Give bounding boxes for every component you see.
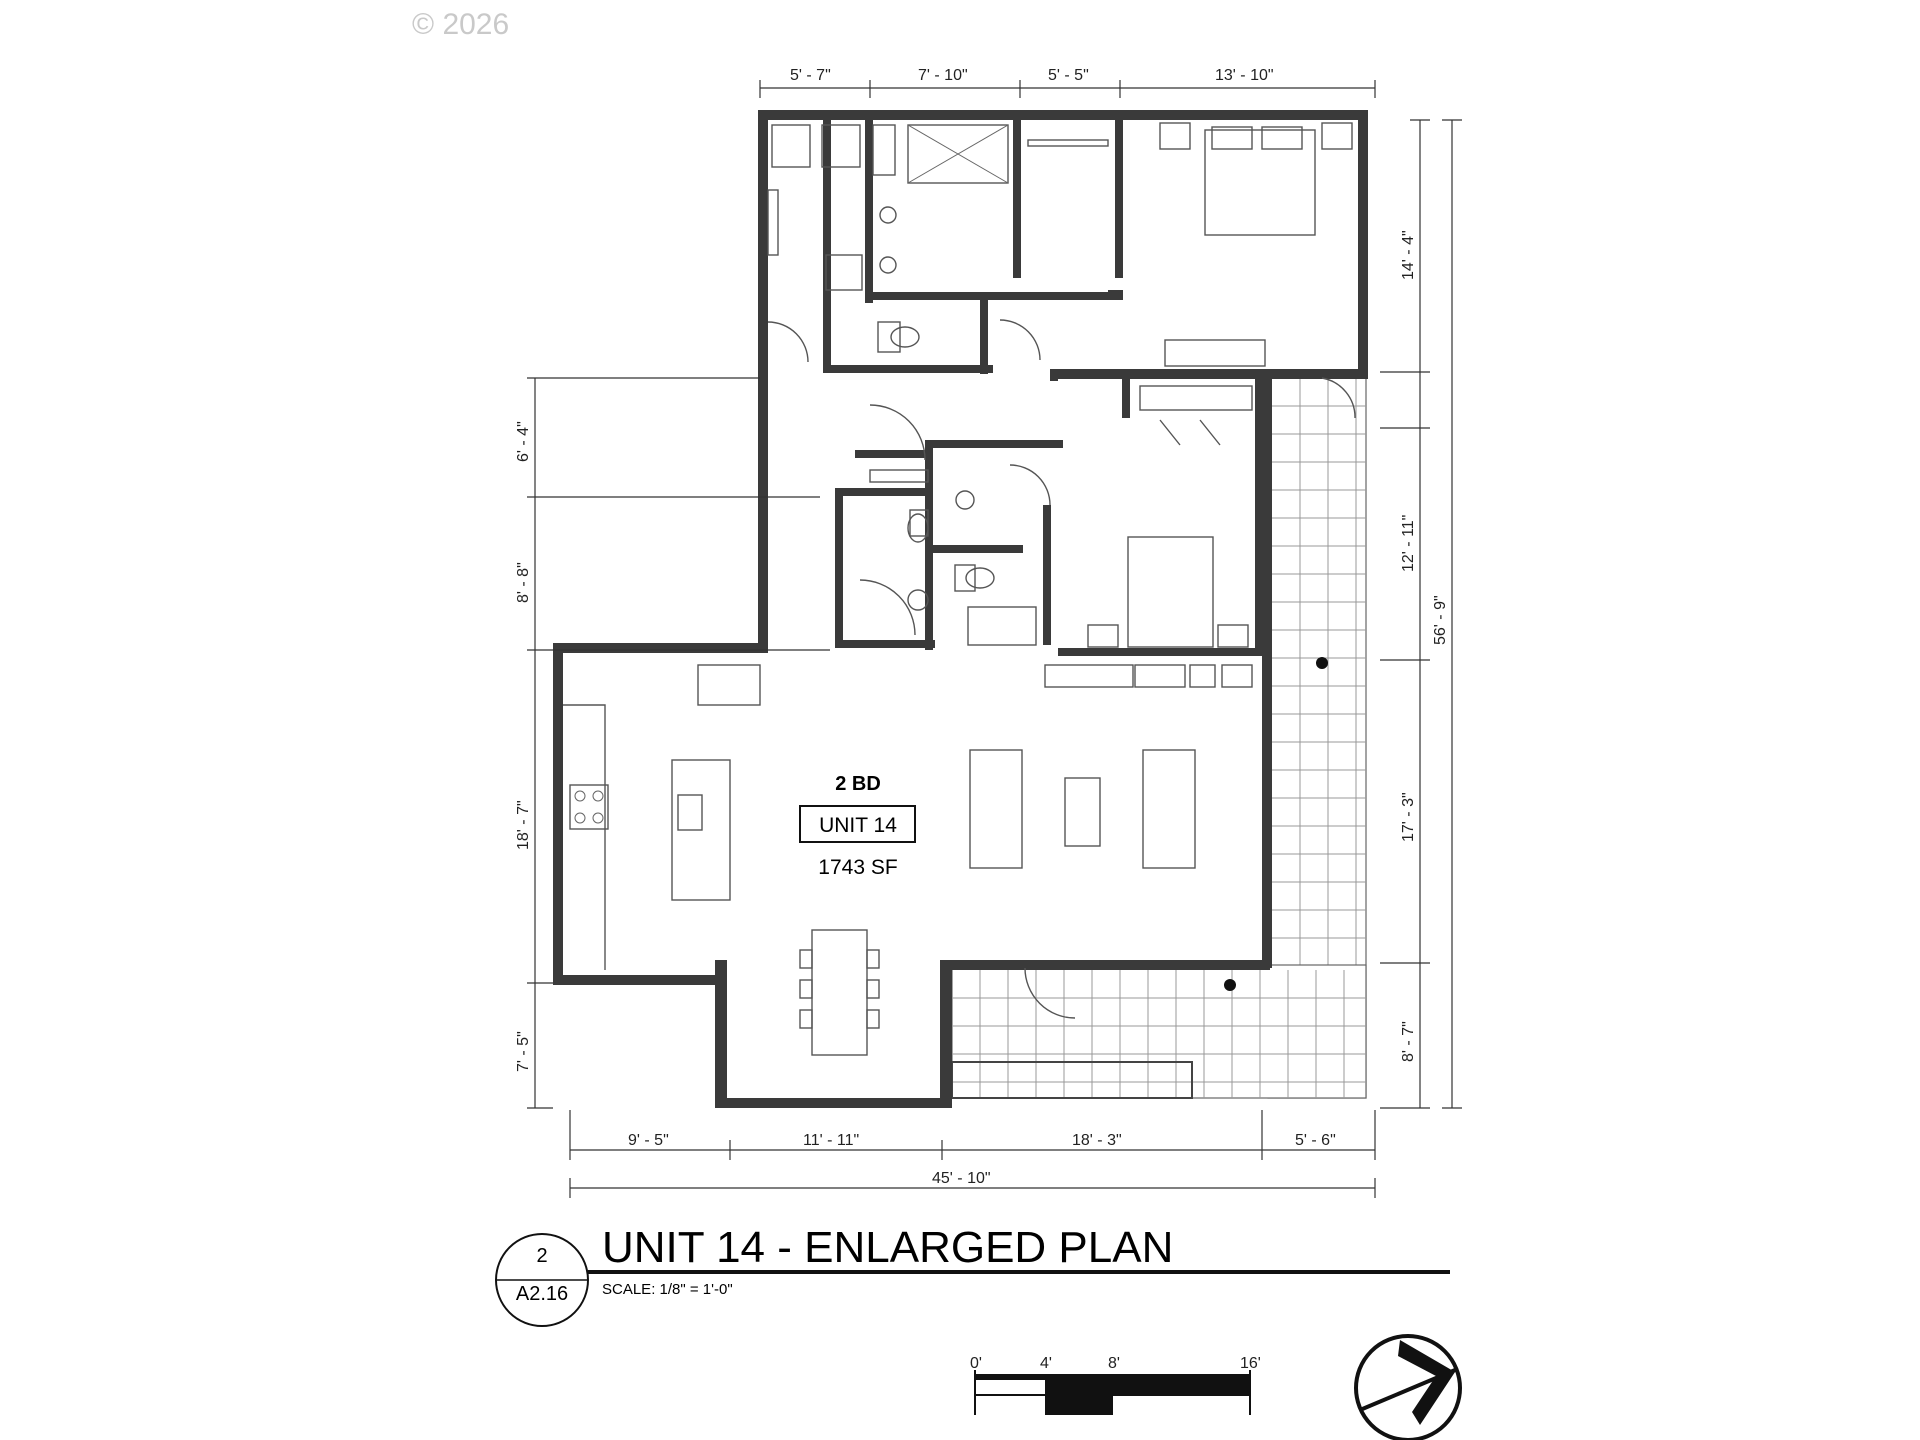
sheet-number: A2.16: [516, 1283, 568, 1305]
dim-left-4: 7' - 5": [515, 1031, 532, 1072]
walls: [553, 110, 1368, 1108]
scale-label-0: 0': [970, 1355, 982, 1372]
dim-right-1: 14' - 4": [1400, 230, 1417, 280]
north-arrow-icon: [1354, 1334, 1462, 1440]
dim-left-3: 18' - 7": [515, 800, 532, 850]
dim-top-2: 7' - 10": [918, 67, 968, 84]
dim-bottom-1: 9' - 5": [628, 1132, 669, 1149]
dim-left-1: 6' - 4": [515, 421, 532, 462]
scale-label-16: 16': [1240, 1355, 1261, 1372]
dim-top-1: 5' - 7": [790, 67, 831, 84]
dim-right-4: 8' - 7": [1400, 1021, 1417, 1062]
unit-area: 1743 SF: [818, 856, 897, 879]
graphic-scale-bar: 0' 4' 8' 16': [970, 1355, 1261, 1415]
plan-title: UNIT 14 - ENLARGED PLAN: [602, 1223, 1173, 1272]
fixtures: [563, 122, 1356, 1056]
dimension-lines: [527, 80, 1462, 1198]
dim-bottom-overall: 45' - 10": [932, 1170, 991, 1187]
title-block: 2 A2.16 UNIT 14 - ENLARGED PLAN SCALE: 1…: [495, 1223, 1450, 1327]
scale-label-4: 4': [1040, 1355, 1052, 1372]
unit-label-box: [799, 805, 916, 843]
dim-bottom-2: 11' - 11": [803, 1132, 859, 1149]
dim-bottom-3: 18' - 3": [1072, 1132, 1122, 1149]
plan-scale: SCALE: 1/8" = 1'-0": [602, 1281, 733, 1298]
south-patio: [951, 964, 1367, 1099]
dim-right-3: 17' - 3": [1400, 792, 1417, 842]
copyright-text: © 2026: [412, 8, 509, 41]
dim-right-2: 12' - 11": [1400, 515, 1417, 572]
dim-right-overall: 56' - 9": [1432, 595, 1449, 645]
dim-top-3: 5' - 5": [1048, 67, 1089, 84]
scale-label-8: 8': [1108, 1355, 1120, 1372]
unit-number: UNIT 14: [819, 814, 897, 837]
dim-left-2: 8' - 8": [515, 562, 532, 603]
dim-top-4: 13' - 10": [1215, 67, 1274, 84]
dim-bottom-4: 5' - 6": [1295, 1132, 1336, 1149]
unit-bedrooms: 2 BD: [835, 773, 881, 795]
detail-number: 2: [536, 1245, 547, 1267]
